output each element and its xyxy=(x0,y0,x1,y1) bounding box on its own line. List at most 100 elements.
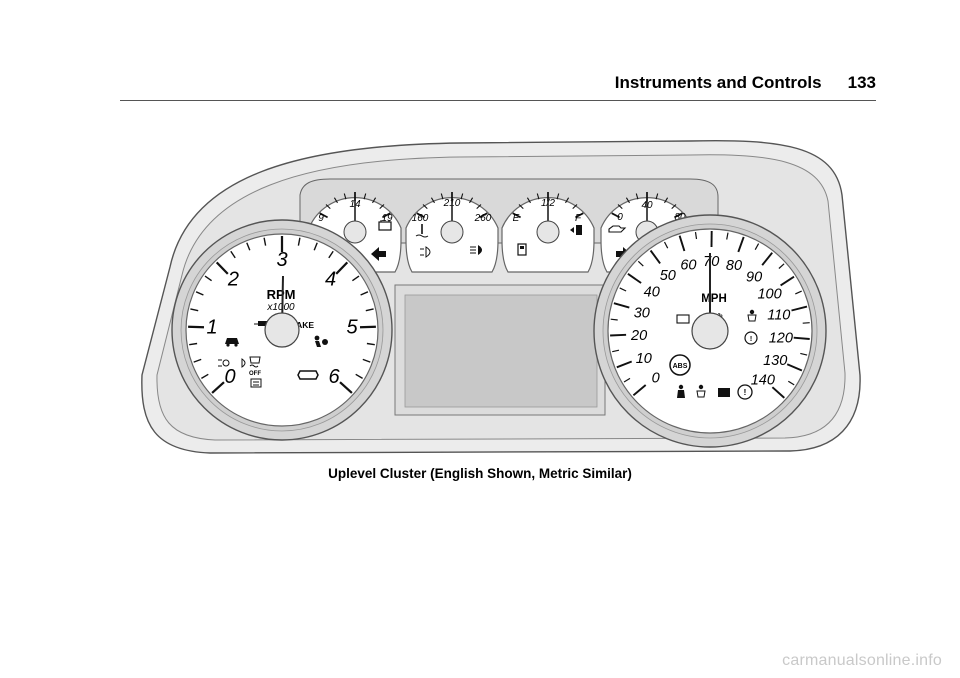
tachometer-label-0: 0 xyxy=(224,366,235,388)
major-tick xyxy=(627,273,642,284)
traction-control-icon xyxy=(249,356,261,368)
major-tick xyxy=(215,261,229,275)
minor-tick xyxy=(343,193,347,200)
minor-tick xyxy=(619,287,627,292)
speedometer-label-50: 50 xyxy=(660,268,676,284)
svg-text:!: ! xyxy=(750,336,752,343)
major-tick xyxy=(793,336,810,340)
coolant-label-low: 160 xyxy=(412,213,429,224)
minor-tick xyxy=(193,358,202,363)
minor-tick xyxy=(365,308,374,312)
minor-tick xyxy=(297,237,301,246)
minor-tick xyxy=(422,204,428,209)
minor-tick xyxy=(355,373,363,380)
minor-tick xyxy=(671,204,677,209)
trailer-brake-icon xyxy=(254,321,270,326)
speedometer-label-70: 70 xyxy=(703,254,719,270)
minor-tick xyxy=(333,197,338,204)
major-tick xyxy=(786,363,803,372)
figure-caption: Uplevel Cluster (English Shown, Metric S… xyxy=(328,466,632,481)
major-tick xyxy=(416,212,426,219)
fuel-door-icon xyxy=(570,225,582,235)
left-turn-signal-icon xyxy=(371,247,386,261)
airbag-icon xyxy=(314,335,328,347)
minor-tick xyxy=(754,243,760,250)
section-title: Instruments and Controls xyxy=(614,73,822,92)
high-beam-icon xyxy=(470,245,482,255)
minor-tick xyxy=(556,193,560,200)
speedometer-label-110: 110 xyxy=(767,308,790,324)
tachometer-label-6: 6 xyxy=(328,366,340,388)
tire-pressure-icon: ! xyxy=(744,331,758,345)
major-tick xyxy=(611,212,621,219)
minor-tick xyxy=(230,250,236,259)
speedometer-label-130: 130 xyxy=(763,353,787,369)
major-tick xyxy=(613,302,630,309)
minor-tick xyxy=(460,193,464,200)
low-fuel-icon xyxy=(517,243,527,256)
watermark: carmanualsonline.info xyxy=(782,652,942,669)
minor-tick xyxy=(637,260,644,267)
major-tick xyxy=(771,386,785,399)
oil-label-high: 80 xyxy=(674,212,686,223)
instrument-cluster-illustration: 9 14 19 160 210 260 E 1/2 F 0 40 80 xyxy=(141,140,861,454)
passenger-airbag-icon xyxy=(696,384,706,398)
minor-tick xyxy=(623,377,631,383)
coolant-temperature-gauge: 160 210 260 xyxy=(405,192,499,273)
tachometer-label-3: 3 xyxy=(276,249,287,271)
coolant-hub xyxy=(440,220,464,244)
minor-tick xyxy=(328,250,334,259)
major-tick xyxy=(319,212,329,219)
page-number: 133 xyxy=(847,73,876,92)
minor-tick xyxy=(469,197,474,204)
brake-label: BRAKE xyxy=(284,320,315,330)
minor-tick xyxy=(351,275,360,282)
minor-tick xyxy=(664,197,669,204)
speedometer-label-10: 10 xyxy=(636,351,652,367)
battery-icon xyxy=(378,220,392,231)
minor-tick xyxy=(795,290,802,295)
coolant-temperature-icon xyxy=(415,224,429,238)
minor-tick xyxy=(787,380,795,386)
minor-tick xyxy=(366,342,375,346)
fuel-hub xyxy=(536,220,560,244)
seatbelt-warning-icon xyxy=(747,309,757,322)
minor-tick xyxy=(246,242,251,251)
tachometer-label-1: 1 xyxy=(206,317,217,339)
fog-lamp-icon xyxy=(420,246,431,258)
minor-tick xyxy=(625,197,630,204)
minor-tick xyxy=(379,204,385,209)
fuel-gauge: E 1/2 F xyxy=(501,192,595,273)
rear-fog-lamp-icon xyxy=(250,378,262,388)
major-tick xyxy=(616,360,633,369)
minor-tick xyxy=(694,232,698,240)
minor-tick xyxy=(363,193,367,200)
speedometer-label-20: 20 xyxy=(630,328,647,344)
speedometer-label-90: 90 xyxy=(746,269,762,285)
major-tick xyxy=(381,212,391,219)
minor-tick xyxy=(201,373,209,380)
major-tick xyxy=(610,333,627,337)
vehicle-ahead-icon xyxy=(225,338,239,347)
major-tick xyxy=(737,236,745,253)
major-tick xyxy=(339,381,353,394)
abs-icon: ABS xyxy=(669,354,691,376)
tachometer-hub xyxy=(264,312,300,348)
major-tick xyxy=(632,384,647,397)
speedometer-label-100: 100 xyxy=(757,287,781,303)
minor-tick xyxy=(802,322,810,324)
major-tick xyxy=(791,305,808,312)
tachometer-label-4: 4 xyxy=(325,269,336,291)
major-tick xyxy=(780,275,795,287)
major-tick xyxy=(673,212,683,219)
voltmeter-hub xyxy=(343,220,367,244)
traction-off-label: OFF xyxy=(249,371,261,377)
minor-tick xyxy=(195,291,204,296)
oil-can-icon xyxy=(608,225,627,233)
minor-tick xyxy=(526,197,531,204)
major-tick xyxy=(649,249,661,264)
speedometer-hub xyxy=(691,312,729,350)
minor-tick xyxy=(189,342,198,346)
